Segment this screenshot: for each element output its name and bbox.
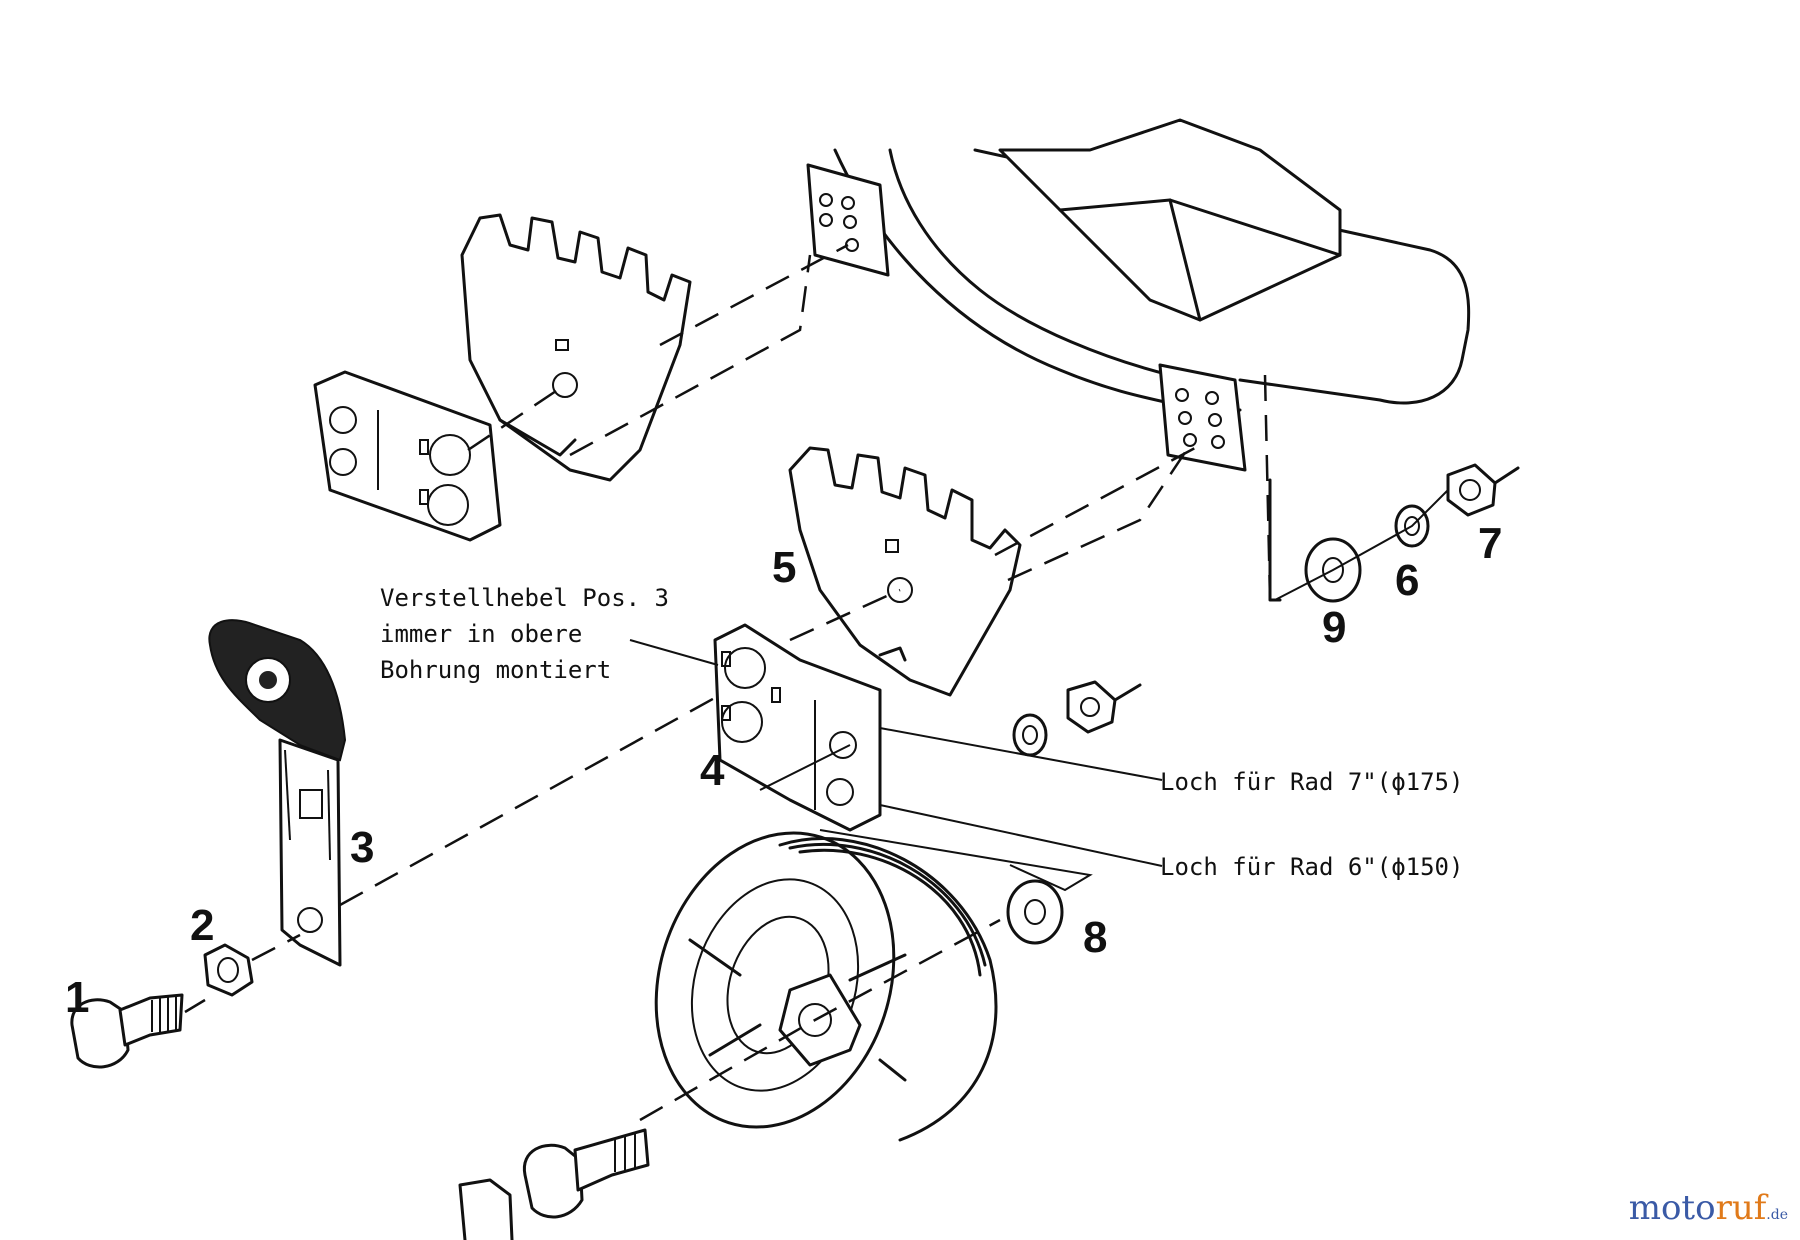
- right-fastener-axis: [1274, 489, 1449, 601]
- hole-label-7-inch: Loch für Rad 7"(ϕ175): [1160, 768, 1463, 796]
- bolt-part-1: [70, 993, 184, 1069]
- lever-assembly-line: [339, 693, 721, 907]
- callout-3: 3: [350, 823, 374, 872]
- motoruf-watermark: motoruf.de: [1629, 1188, 1788, 1228]
- upper-adjusting-plate: [313, 370, 502, 542]
- nut-part-2: [203, 943, 254, 997]
- callout-4: 4: [700, 746, 725, 795]
- watermark-de: .de: [1766, 1207, 1788, 1223]
- callout-2: 2: [190, 901, 214, 950]
- callout-9: 9: [1322, 603, 1346, 652]
- lower-rear-line-2: [1007, 444, 1192, 582]
- upper-rear-line-2: [569, 254, 812, 457]
- lower-assembly-line: [789, 588, 901, 642]
- watermark-moto: moto: [1628, 1188, 1716, 1228]
- note-line-3: Bohrung montiert: [380, 656, 611, 684]
- upper-assembly-line: [467, 383, 566, 452]
- callout-8: 8: [1083, 913, 1107, 962]
- nut-and-washer-middle: [1012, 680, 1142, 757]
- lower-height-bracket: [788, 446, 1022, 697]
- bolt-axis-line: [184, 933, 301, 1014]
- hole-6-leader: [879, 804, 1163, 867]
- callout-6: 6: [1395, 556, 1419, 605]
- lower-rear-line: [994, 446, 1196, 557]
- upper-height-bracket: [460, 213, 692, 482]
- hole-7-leader: [879, 727, 1163, 781]
- callout-1: 1: [65, 973, 89, 1022]
- adjusting-lever-part-3: [208, 619, 347, 967]
- hole-guide-lines: [759, 744, 1093, 892]
- wheel-bolt: [458, 1128, 650, 1240]
- watermark-ruf: ruf: [1715, 1188, 1767, 1228]
- mower-deck-housing: [806, 118, 1471, 602]
- adjusting-plate-part-4: [713, 623, 882, 832]
- wheel: [654, 831, 998, 1142]
- upper-rear-line: [659, 243, 849, 347]
- note-line-2: immer in obere: [380, 620, 582, 648]
- note-leader: [629, 639, 719, 666]
- hole-label-6-inch: Loch für Rad 6"(ϕ150): [1160, 853, 1463, 881]
- callout-5: 5: [772, 543, 796, 592]
- wheel-axle-line: [639, 918, 1001, 1122]
- note-line-1: Verstellhebel Pos. 3: [380, 584, 669, 612]
- washer-part-8: [1006, 879, 1064, 945]
- callout-7: 7: [1478, 519, 1502, 568]
- hex-nut-part-7: [1446, 463, 1520, 517]
